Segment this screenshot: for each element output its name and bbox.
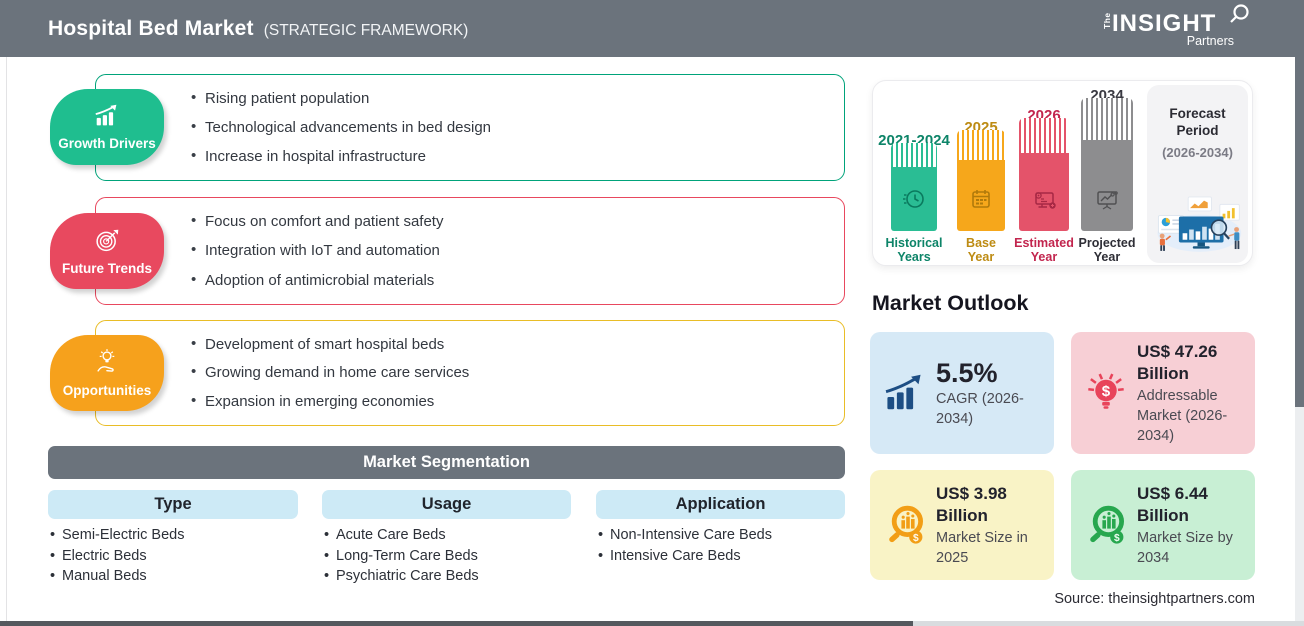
segment-item: Non-Intensive Care Beds [598,525,772,546]
logo-the-text: The [1102,11,1112,29]
opportunities-box: Development of smart hospital beds Growi… [95,320,845,426]
segment-list-application: Non-Intensive Care Beds Intensive Care B… [598,525,772,566]
segment-item: Semi-Electric Beds [50,525,184,546]
insight-partners-logo: The INSIGHT Partners [1102,3,1252,48]
segment-item: Acute Care Beds [324,525,479,546]
market-size-2025-card: $ US$ 3.98 Billion Market Size in 2025 [870,470,1054,580]
growth-chart-icon [878,373,932,413]
logo-insight-text: INSIGHT [1112,9,1217,37]
market-size-2025-value: US$ 3.98 Billion [936,483,1007,525]
clock-history-icon [901,186,927,217]
market-size-2034-value: US$ 6.44 Billion [1137,483,1208,525]
timeline-bar-projected [1081,98,1133,231]
segment-header-type: Type [48,490,298,519]
segment-item: Long-Term Care Beds [324,546,479,567]
page-left-border [6,57,7,621]
growth-driver-item: Rising patient population [191,89,828,107]
timeline-bar-estimated [1019,118,1069,231]
growth-chart-icon [92,103,122,134]
growth-drivers-badge: Growth Drivers [50,89,164,165]
report-title: Hospital Bed Market [48,16,254,40]
forecast-period-range: (2026-2034) [1162,145,1233,160]
future-trend-item: Focus on comfort and patient safety [191,212,828,230]
segment-list-usage: Acute Care Beds Long-Term Care Beds Psyc… [324,525,479,587]
segment-item: Electric Beds [50,546,184,567]
opportunities-badge: Opportunities [50,335,164,411]
segment-header-label: Type [154,495,192,513]
segment-item: Psychiatric Care Beds [324,566,479,587]
magnifier-icon [1228,3,1250,30]
segment-header-usage: Usage [322,490,571,519]
market-size-2034-card: $ US$ 6.44 Billion Market Size by 2034 [1071,470,1255,580]
horizontal-scrollbar-thumb[interactable] [0,621,913,626]
badge-label: Opportunities [62,383,152,398]
cagr-value: 5.5% [936,357,998,388]
segment-item: Manual Beds [50,566,184,587]
timeline-caption: Base Year [966,236,996,264]
market-outlook-title: Market Outlook [872,291,1029,315]
magnifier-chart-icon: $ [1079,501,1133,549]
vertical-scrollbar-thumb[interactable] [1295,57,1304,407]
forecast-timeline-card: 2021-2024 Historical Years 2025 Base Yea… [872,80,1253,266]
future-trends-badge: Future Trends [50,213,164,289]
header-bar: Hospital Bed Market (STRATEGIC FRAMEWORK… [0,0,1304,57]
market-size-2025-desc: Market Size in 2025 [936,529,1028,566]
svg-text:$: $ [913,533,919,544]
computer-gear-icon [1030,186,1058,217]
segment-header-label: Usage [421,495,472,513]
cagr-desc: CAGR (2026-2034) [936,390,1024,427]
timeline-caption: Projected Year [1078,236,1136,264]
addressable-market-desc: Addressable Market (2026-2034) [1137,387,1228,444]
opportunity-item: Development of smart hospital beds [191,335,828,353]
opportunity-item: Expansion in emerging economies [191,392,828,410]
forecast-period-panel: Forecast Period (2026-2034) [1147,85,1248,263]
dollar-bulb-icon: $ [1079,369,1133,417]
badge-label: Growth Drivers [58,136,156,151]
segment-header-application: Application [596,490,845,519]
growth-drivers-box: Rising patient population Technological … [95,74,845,181]
growth-driver-item: Technological advancements in bed design [191,118,828,136]
growth-driver-item: Increase in hospital infrastructure [191,147,828,165]
segment-item: Intensive Care Beds [598,546,772,567]
source-credit: Source: theinsightpartners.com [1054,591,1255,607]
opportunity-item: Growing demand in home care services [191,363,828,381]
logo-partners-text: Partners [1186,33,1234,48]
magnifier-chart-icon: $ [878,501,932,549]
timeline-caption: Estimated Year [1014,236,1074,264]
future-trend-item: Adoption of antimicrobial materials [191,271,828,289]
report-subtitle: (STRATEGIC FRAMEWORK) [263,21,469,39]
market-segmentation-title: Market Segmentation [363,453,530,471]
addressable-market-card: $ US$ 47.26 Billion Addressable Market (… [1071,332,1255,454]
timeline-bar-historical [891,143,937,231]
badge-label: Future Trends [61,260,152,276]
presentation-icon [1093,186,1121,217]
target-icon [94,227,121,259]
timeline-bar-base [957,130,1005,231]
calendar-icon [968,186,994,217]
cagr-card: 5.5% CAGR (2026-2034) [870,332,1054,454]
forecast-period-label: Forecast [1169,106,1226,121]
future-trends-box: Focus on comfort and patient safety Inte… [95,197,845,305]
svg-text:$: $ [1114,533,1120,544]
svg-text:$: $ [1102,383,1111,400]
future-trend-item: Integration with IoT and automation [191,241,828,259]
hand-bulb-icon [93,348,121,381]
analytics-illustration [1151,192,1244,259]
segment-list-type: Semi-Electric Beds Electric Beds Manual … [50,525,184,587]
addressable-market-value: US$ 47.26 Billion [1137,341,1218,383]
page-title: Hospital Bed Market (STRATEGIC FRAMEWORK… [48,17,468,41]
market-size-2034-desc: Market Size by 2034 [1137,529,1233,566]
segment-header-label: Application [675,495,766,513]
market-segmentation-header: Market Segmentation [48,446,845,479]
timeline-caption: Historical Years [885,236,943,264]
